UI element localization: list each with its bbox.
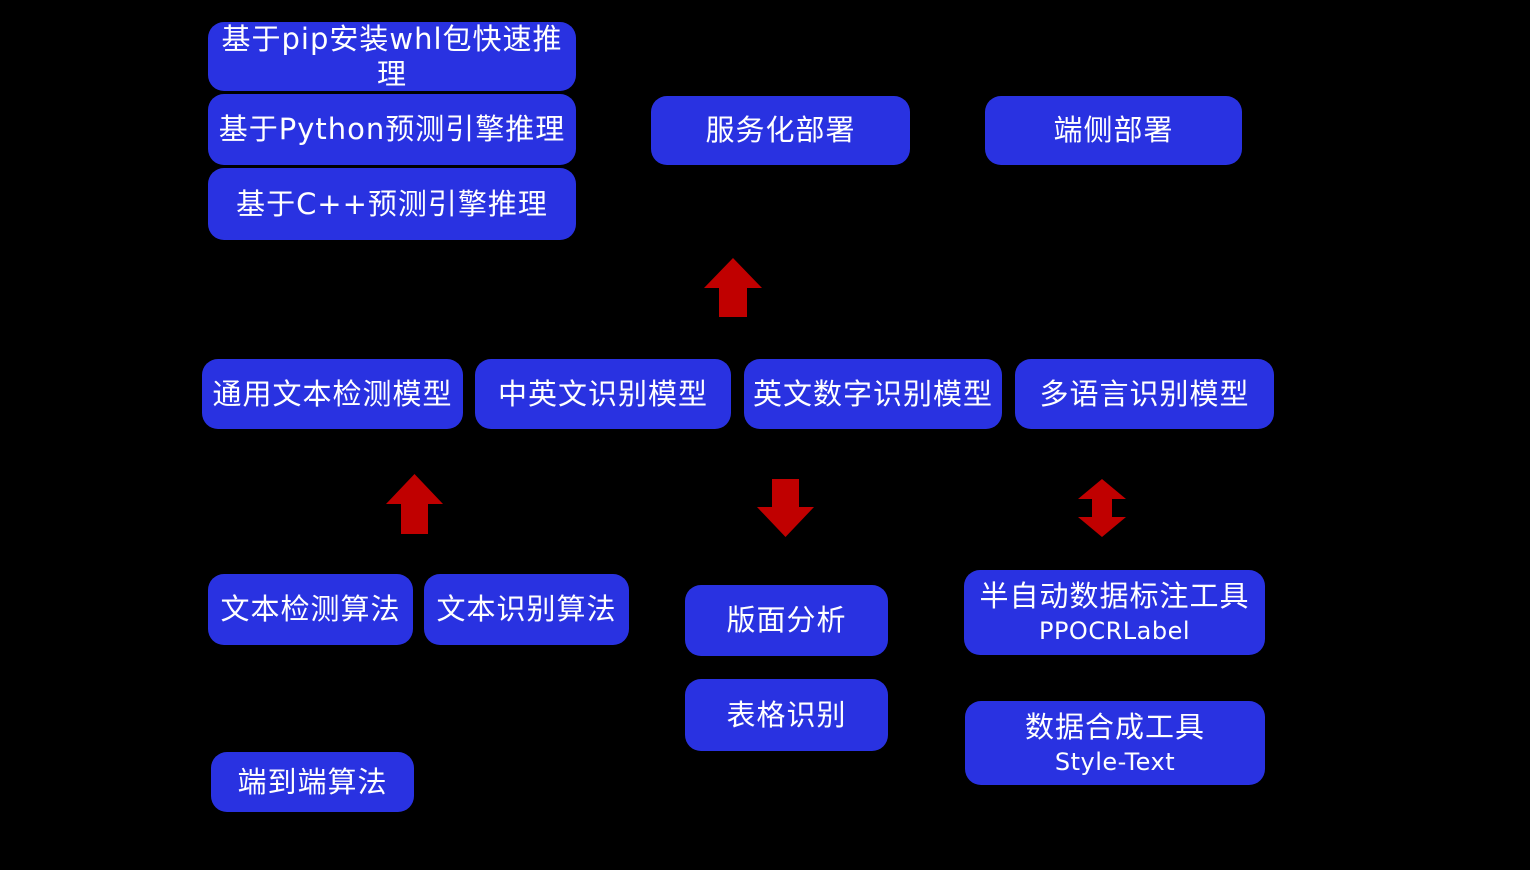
node-label: 基于Python预测引擎推理 <box>218 112 566 147</box>
node-python-engine-inference: 基于Python预测引擎推理 <box>208 94 576 165</box>
node-label: 基于pip安装whl包快速推理 <box>221 21 563 91</box>
node-english-digit-recognition-model: 英文数字识别模型 <box>744 359 1002 429</box>
node-label: 半自动数据标注工具 <box>979 579 1250 614</box>
node-layout-analysis: 版面分析 <box>685 585 888 656</box>
node-serving-deployment: 服务化部署 <box>651 96 910 165</box>
node-semi-auto-labeling-tool-ppocrlabel: 半自动数据标注工具 PPOCRLabel <box>964 570 1265 655</box>
node-text-detection-algorithm: 文本检测算法 <box>208 574 413 645</box>
arrow-up-icon <box>386 474 443 534</box>
node-multilingual-recognition-model: 多语言识别模型 <box>1015 359 1274 429</box>
arrow-up-down-icon <box>1078 479 1126 537</box>
node-end-to-end-algorithm: 端到端算法 <box>211 752 414 812</box>
node-sub-label: PPOCRLabel <box>1038 617 1190 645</box>
node-label: 通用文本检测模型 <box>212 376 453 411</box>
arrow-down-icon <box>757 479 814 537</box>
node-label: 文本识别算法 <box>436 592 617 627</box>
node-label: 英文数字识别模型 <box>752 376 993 411</box>
node-chinese-english-recognition-model: 中英文识别模型 <box>475 359 731 429</box>
node-label: 服务化部署 <box>705 113 856 148</box>
node-label: 表格识别 <box>726 697 847 732</box>
node-label: 基于C++预测引擎推理 <box>236 186 548 221</box>
arrow-up-icon <box>704 258 762 317</box>
node-label: 端侧部署 <box>1053 113 1174 148</box>
node-pip-whl-inference: 基于pip安装whl包快速推理 <box>208 22 576 91</box>
node-text-recognition-algorithm: 文本识别算法 <box>424 574 629 645</box>
node-sub-label: Style-Text <box>1054 747 1176 776</box>
node-label: 中英文识别模型 <box>497 376 708 411</box>
node-label: 文本检测算法 <box>220 592 401 627</box>
node-cpp-engine-inference: 基于C++预测引擎推理 <box>208 168 576 240</box>
node-general-text-detection-model: 通用文本检测模型 <box>202 359 463 429</box>
node-table-recognition: 表格识别 <box>685 679 888 751</box>
node-label: 端到端算法 <box>237 764 388 799</box>
node-label: 版面分析 <box>726 603 847 638</box>
node-label: 数据合成工具 <box>1024 709 1205 744</box>
node-data-synthesis-tool-styletext: 数据合成工具 Style-Text <box>965 701 1265 785</box>
node-edge-deployment: 端侧部署 <box>985 96 1242 165</box>
node-label: 多语言识别模型 <box>1039 376 1250 411</box>
